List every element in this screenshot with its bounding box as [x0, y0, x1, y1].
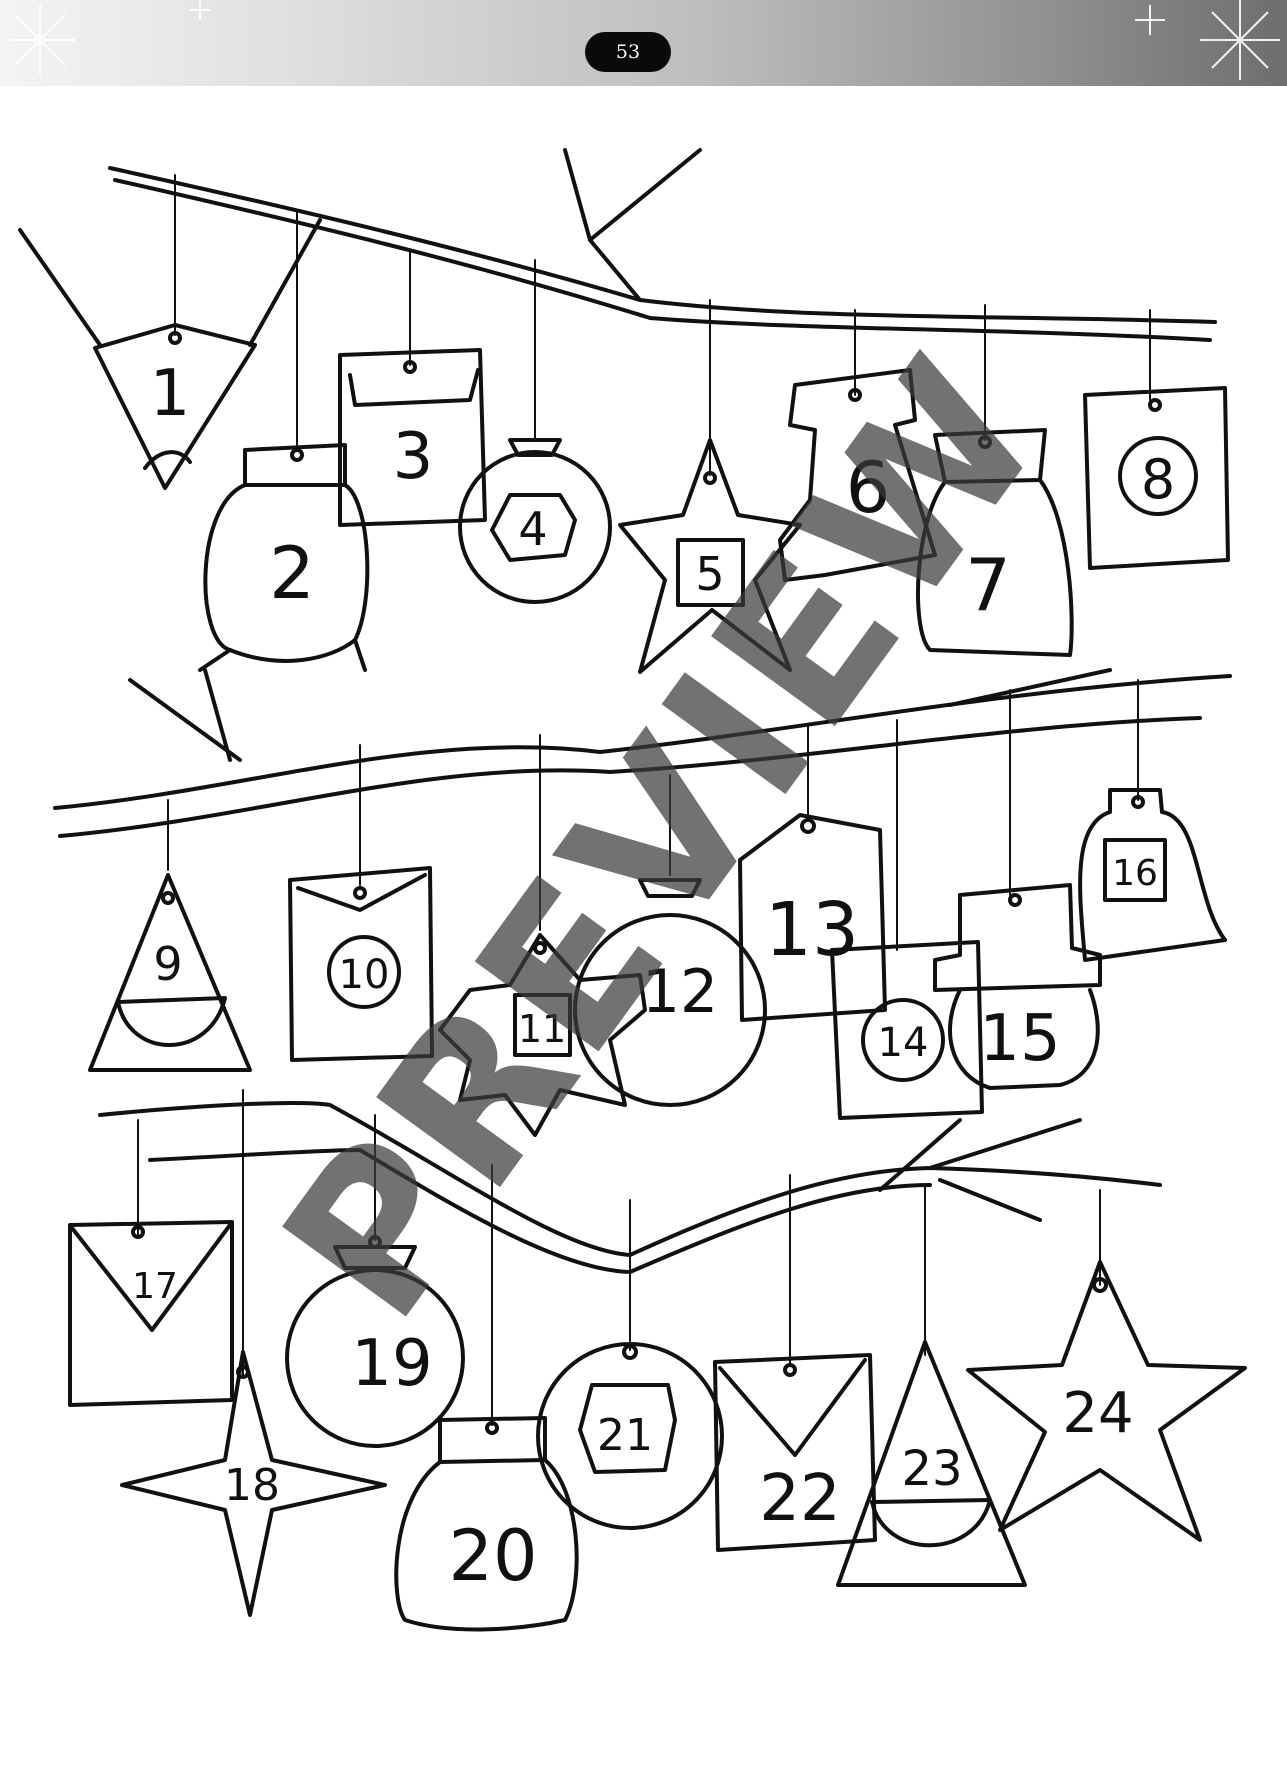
- ornament-6[interactable]: [778, 368, 937, 582]
- ornament-12[interactable]: [573, 878, 767, 1107]
- ornament-22[interactable]: [713, 1353, 877, 1552]
- ornament-number-1: 1: [150, 357, 191, 431]
- ornament-number-3: 3: [393, 420, 434, 494]
- ornament-15[interactable]: [933, 883, 1102, 1090]
- ornament-14[interactable]: [830, 940, 984, 1120]
- ornament-number-21: 21: [597, 1410, 653, 1461]
- ornament-16[interactable]: [1078, 788, 1227, 962]
- ornament-number-20: 20: [448, 1515, 537, 1597]
- ornament-2[interactable]: [198, 443, 370, 672]
- ornament-3[interactable]: [338, 348, 487, 527]
- ornament-number-4: 4: [518, 502, 547, 556]
- ornament-number-5: 5: [695, 547, 724, 601]
- ornament-19[interactable]: [285, 1235, 465, 1448]
- ornament-number-15: 15: [979, 1002, 1060, 1076]
- ornament-1[interactable]: [93, 323, 257, 490]
- page-number: 53: [585, 32, 671, 72]
- ornament-number-12: 12: [642, 957, 718, 1027]
- ornament-number-19: 19: [351, 1327, 432, 1401]
- ornament-number-9: 9: [153, 937, 182, 991]
- ornament-number-7: 7: [965, 543, 1011, 627]
- ornament-18[interactable]: [120, 1350, 387, 1617]
- page-header: 53: [0, 0, 1287, 86]
- ornament-number-11: 11: [518, 1007, 566, 1051]
- branch-top: [18, 148, 1217, 347]
- branch-middle: [53, 668, 1232, 838]
- ornament-5[interactable]: [618, 438, 802, 674]
- ornament-number-17: 17: [132, 1266, 178, 1307]
- ornament-number-24: 24: [1062, 1381, 1133, 1446]
- ornament-number-6: 6: [846, 447, 891, 529]
- ornament-23[interactable]: [836, 1340, 1027, 1587]
- advent-calendar-drawing: 1 2 3 4 5 6 7 8 9 10 11 12 13 14 15 16 1…: [18, 148, 1247, 1632]
- ornament-24[interactable]: [966, 1260, 1247, 1542]
- ornament-number-18: 18: [224, 1460, 280, 1511]
- ornament-number-22: 22: [759, 1462, 840, 1536]
- hanging-strings: [137, 174, 1151, 1426]
- ornament-8[interactable]: [1083, 386, 1230, 570]
- ornament-13[interactable]: [738, 813, 887, 1022]
- ornament-21[interactable]: [536, 1342, 724, 1530]
- ornament-9[interactable]: [88, 873, 252, 1072]
- ornament-10[interactable]: [288, 866, 434, 1062]
- ornament-number-16: 16: [1112, 853, 1158, 894]
- ornament-4[interactable]: [458, 438, 612, 604]
- snowflake-decor-icon: [5, 0, 1280, 80]
- ornament-20[interactable]: [394, 1416, 579, 1632]
- ornament-7[interactable]: [916, 428, 1074, 657]
- ornament-number-13: 13: [765, 887, 859, 973]
- ornament-number-23: 23: [901, 1441, 962, 1497]
- ornament-17[interactable]: [68, 1220, 234, 1407]
- ornament-11[interactable]: [438, 933, 647, 1137]
- ornament-number-8: 8: [1141, 448, 1175, 511]
- ornament-number-10: 10: [339, 952, 390, 998]
- ornament-number-2: 2: [269, 531, 315, 615]
- ornament-number-14: 14: [878, 1020, 929, 1066]
